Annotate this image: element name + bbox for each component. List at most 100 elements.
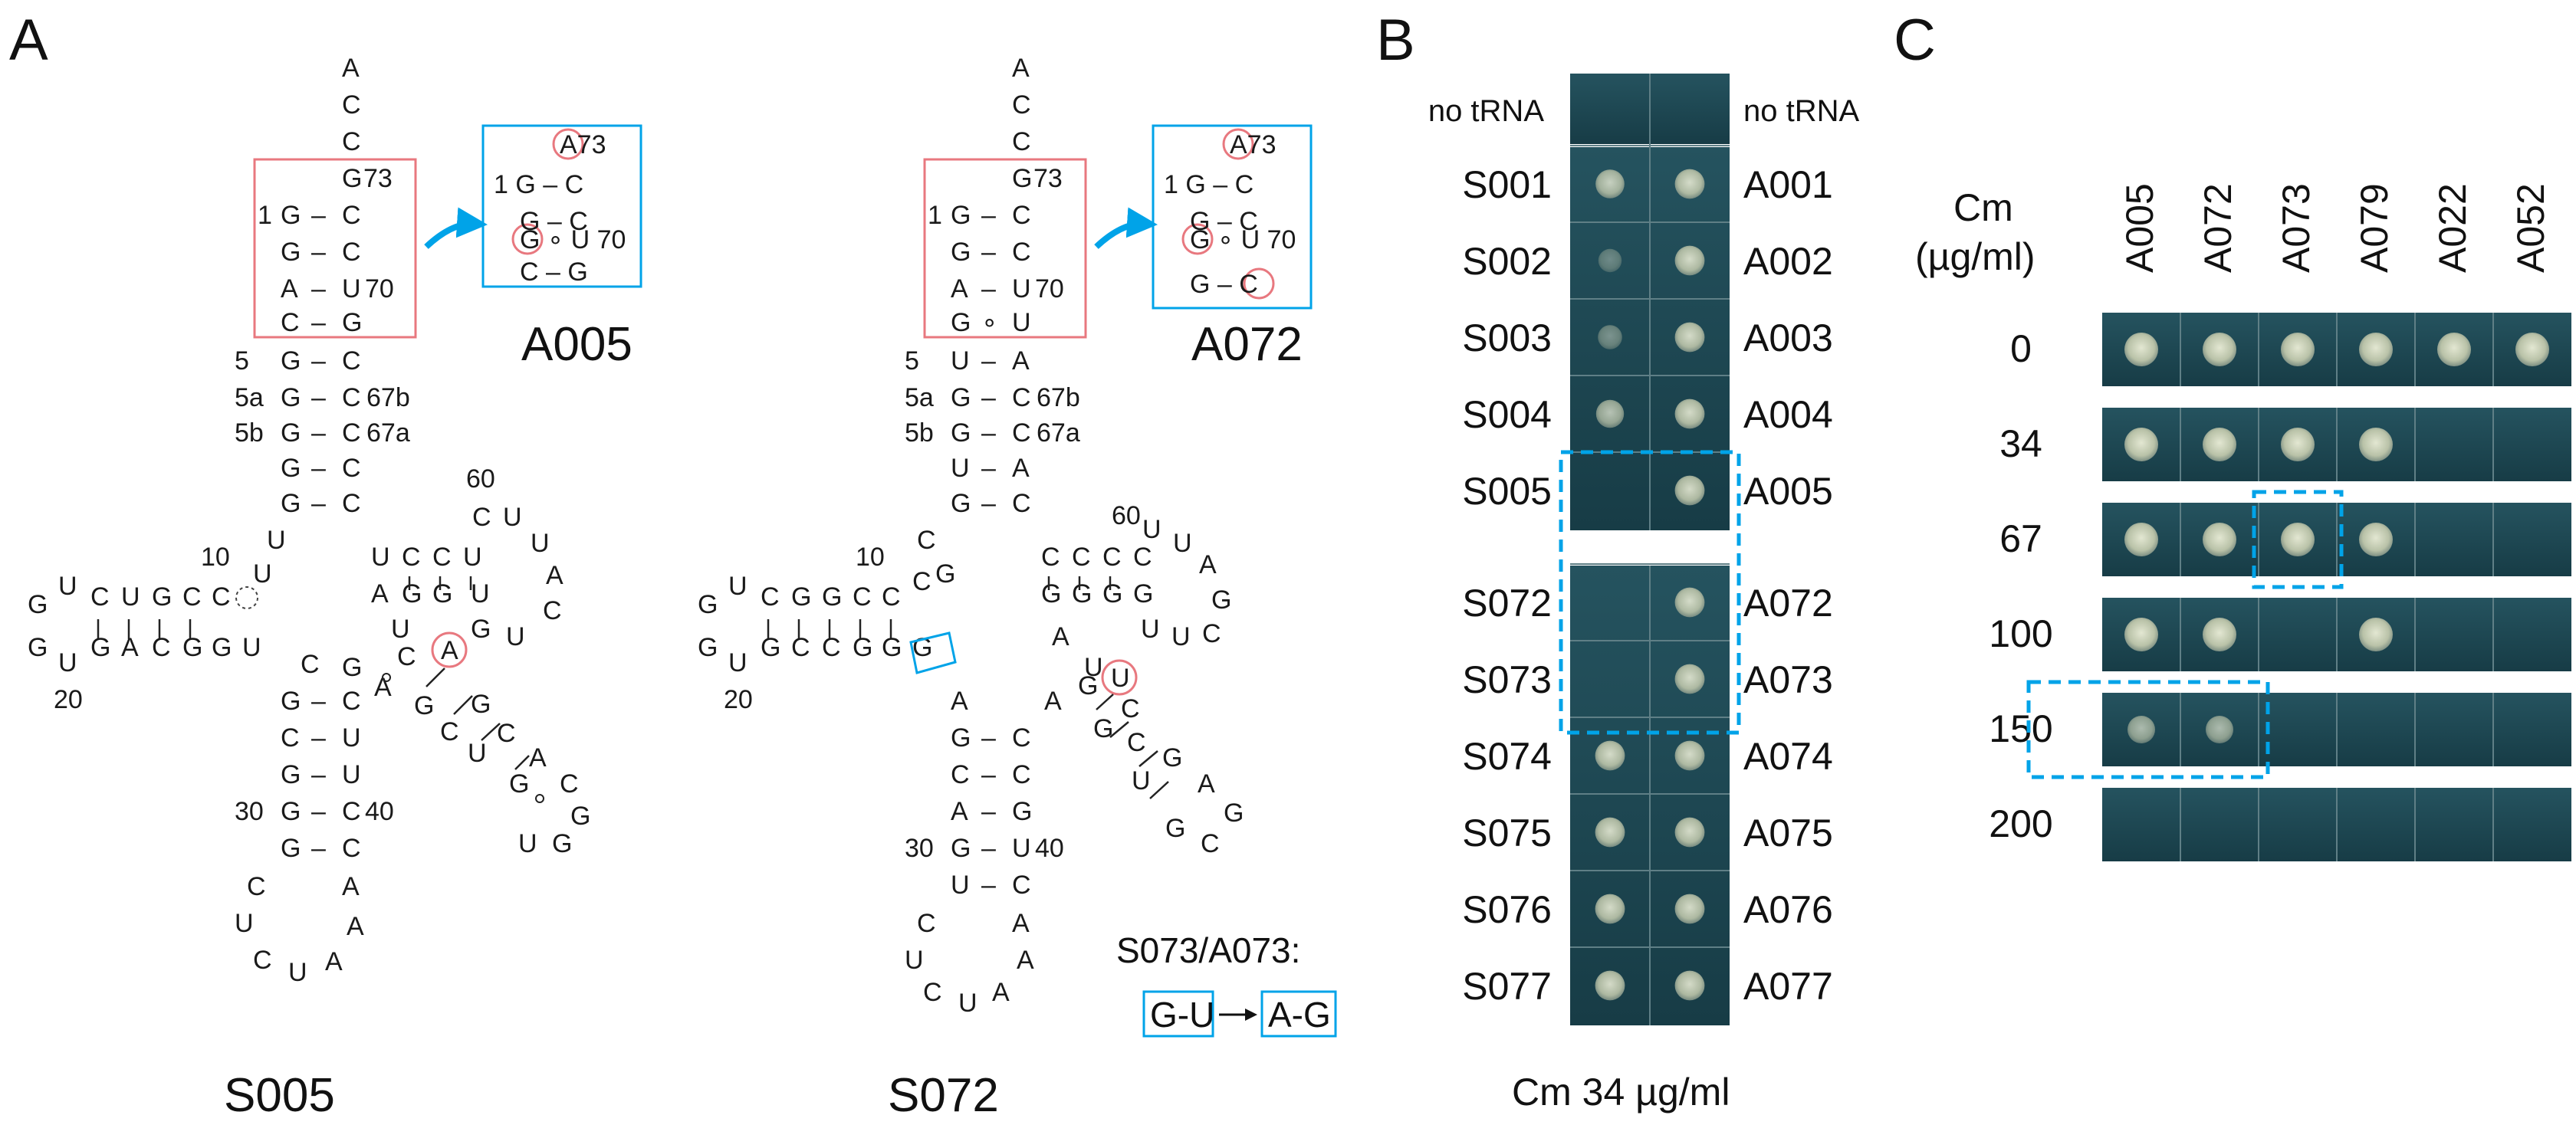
s005-d-top-6: C [212, 582, 231, 612]
s072-num70: 70 [1035, 274, 1064, 303]
s005-ac-dash5: – [311, 834, 326, 863]
s005-ac-r2: U [342, 723, 361, 753]
s072-d-bot-2: G [761, 633, 780, 662]
strain-label-a072: A072 [1743, 582, 1833, 625]
s005-pair2: – [311, 274, 326, 303]
inset-a072-line-0: A73 [1230, 130, 1276, 159]
s005-stem-l7: G [281, 454, 301, 483]
s005-stem-r4: C [342, 346, 361, 376]
s072-ac-l3: A [951, 797, 968, 826]
s005-stem-l1: G [281, 238, 301, 267]
s072-d-top-7: C [912, 567, 932, 596]
s005-junction-u1: U [267, 526, 286, 555]
s005-d-arm: G U C U G C C G U G A C G G U 20 [28, 572, 261, 714]
s005-var-10: C [560, 769, 579, 799]
s005-d-bot-5: G [182, 633, 202, 662]
s005-var-0: G [342, 653, 362, 682]
s005-var-6: U [468, 739, 487, 768]
s072-stem-l8: G [951, 489, 971, 518]
strain-label-a004: A004 [1743, 393, 1833, 436]
s072-num40: 40 [1035, 834, 1064, 863]
s005-pair3: – [311, 308, 326, 337]
s072-junction-c: C [917, 526, 936, 555]
s072-var-6: G [1093, 714, 1113, 743]
s072-ac-l5: U [951, 871, 970, 900]
s005-acceptor-c1: C [342, 90, 361, 120]
s072-ac-dash1: – [981, 723, 996, 753]
s072-pair0: – [981, 201, 996, 230]
no-trna-right-label: no tRNA [1743, 94, 1859, 128]
s072-stem-l5: G [951, 383, 971, 412]
colony-a073-cm34 [2281, 428, 2315, 461]
s072-var-12: C [1201, 829, 1220, 858]
strain-label-s076: S076 [1462, 888, 1552, 931]
s005-t-loop-9: G [471, 615, 491, 644]
s005-var-2: C [397, 642, 416, 671]
s072-acceptor-a: A [1012, 54, 1030, 83]
inset-a072-circle-a [1222, 128, 1254, 160]
row-label-cm-150: 150 [1989, 707, 2052, 750]
s072-pair4: – [981, 346, 996, 376]
colony-a004 [1674, 399, 1705, 429]
s072-var-11: G [1165, 814, 1185, 843]
s072-ac-l1: G [951, 723, 971, 753]
s072-num30: 30 [905, 834, 934, 863]
s072-d-bot-4: C [822, 633, 841, 662]
strain-label-a075: A075 [1743, 812, 1833, 854]
s005-d-top-3: U [121, 582, 140, 612]
s005-pos73: G [342, 164, 362, 193]
s005-acceptor-a: A [342, 54, 360, 83]
s005-stem-l4: G [281, 346, 301, 376]
inset-a005-line-0: A73 [560, 130, 606, 159]
s072-d-top-5: C [853, 582, 872, 612]
s005-d-top-0: G [28, 590, 48, 619]
row-label-cm-100: 100 [1989, 612, 2052, 655]
s005-stem-l0: G [281, 201, 301, 230]
inset-a072-box [1152, 124, 1313, 310]
s005-stem-r8: C [342, 489, 361, 518]
s072-loop-1: U [905, 946, 924, 975]
s005-t-loop-6: C [543, 596, 562, 625]
s005-num10: 10 [201, 543, 230, 572]
s072-ac-l2: C [951, 760, 970, 789]
colony-a005-cm0 [2124, 333, 2158, 366]
s072-acceptor-highlight [923, 158, 1087, 339]
no-trna-left-label: no tRNA [1428, 94, 1544, 128]
s005-anticodon-arm: C G C G G G C U U C C – – – – – 30 40 C … [235, 650, 394, 987]
s005-t-loop-5: A [546, 561, 564, 590]
s072-num20: 20 [724, 685, 753, 714]
s072-ac-r1: C [1012, 760, 1031, 789]
s072-num5a: 5a [905, 383, 934, 412]
s072-acceptor-stem: G – C G – C A – U 70 G ∘ U 5 U – A 5a G … [905, 201, 1080, 518]
s072-stem-l1: G [951, 238, 971, 267]
s005-t-l1: A [371, 579, 389, 608]
s072-num67a: 67a [1037, 418, 1080, 448]
colony-a079-cm0 [2359, 333, 2393, 366]
trna-structure-s072: A C C G 73 1 G – C G – C A – U 70 G ∘ U … [698, 54, 1244, 1018]
s005-circled-a: A [441, 636, 458, 665]
colony-s077 [1595, 970, 1625, 1001]
s005-num67b: 67b [366, 383, 410, 412]
s005-stem-l3: C [281, 308, 300, 337]
row-label-cm-200: 200 [1989, 802, 2052, 845]
s072-loop-0: C [917, 909, 936, 938]
s005-t-r2: G [432, 579, 452, 608]
s072-t-l1: G [1041, 579, 1061, 608]
s005-num5b: 5b [235, 418, 264, 448]
inset-a072-line-1: 1 G – C [1164, 170, 1254, 199]
row-label-cm-0: 0 [2010, 327, 2032, 370]
s005-d-bot-0: G [28, 633, 48, 662]
s072-pair5: – [981, 383, 996, 412]
s005-d-top-1: U [58, 572, 77, 601]
s005-loop-1: U [235, 909, 254, 938]
s005-d-top-4: G [152, 582, 172, 612]
colony-a072-cm150 [2206, 716, 2233, 743]
panel-b-caption: Cm 34 µg/ml [1512, 1071, 1730, 1114]
s005-ac-dash3: – [311, 760, 326, 789]
s005-acceptor-stem: G – C G – C A – U 70 C – G 5 G – C 5a G … [235, 201, 410, 518]
highlight-box-c-a073 [2252, 490, 2344, 589]
panel-b-label: B [1376, 8, 1415, 73]
s072-stem-r3: U [1012, 308, 1031, 337]
s005-loop-6: A [342, 872, 360, 901]
s072-pair8: – [981, 489, 996, 518]
